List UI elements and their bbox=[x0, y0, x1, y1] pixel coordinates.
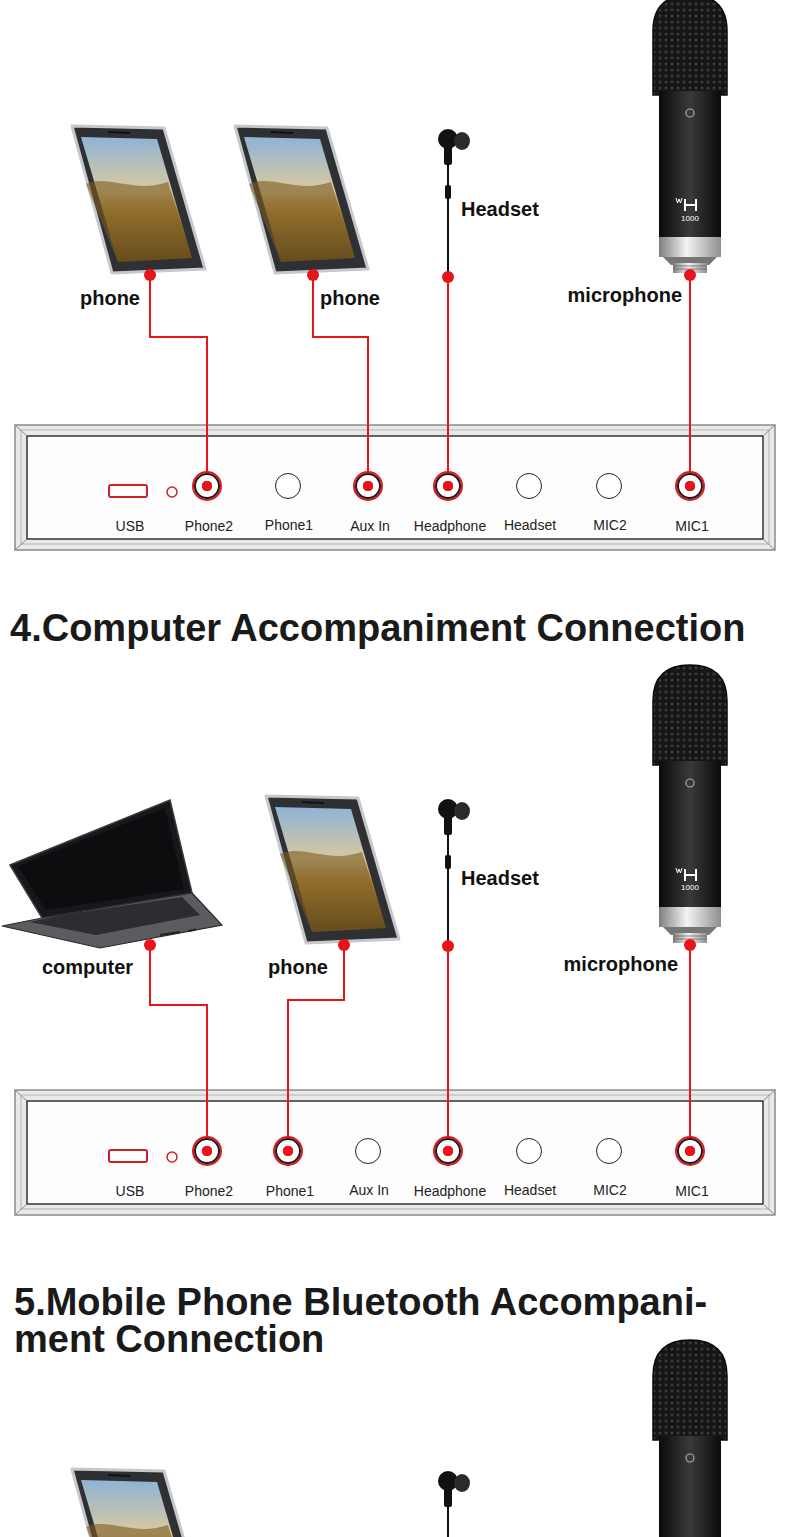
jack-port: Headset bbox=[516, 1138, 542, 1164]
jack-port: Aux In bbox=[355, 473, 381, 499]
usb-port: USB bbox=[108, 484, 148, 498]
signal-wire bbox=[150, 945, 207, 1138]
computer-device: computer bbox=[0, 800, 222, 945]
port-label: Headphone bbox=[414, 1183, 486, 1200]
jack-port: Aux In bbox=[355, 1138, 381, 1164]
device-label: phone bbox=[80, 286, 140, 310]
phone-device: phone bbox=[262, 792, 402, 945]
microphone-device: microphone bbox=[651, 0, 729, 275]
device-panel bbox=[15, 1090, 775, 1215]
port-label: Aux In bbox=[350, 518, 390, 535]
plug-dot bbox=[338, 939, 350, 951]
port-label: Phone1 bbox=[265, 517, 313, 534]
device-label: phone bbox=[320, 286, 380, 310]
device-label: phone bbox=[268, 955, 328, 979]
jack-port: Phone2 bbox=[194, 1138, 220, 1164]
headset-device: Headset bbox=[432, 795, 458, 946]
section-heading: 4.Computer Accompaniment Connection bbox=[10, 606, 745, 650]
laptop-keyboard bbox=[30, 897, 200, 935]
jack-port: Phone2 bbox=[194, 473, 220, 499]
laptop-ports bbox=[160, 930, 196, 936]
phone-illustration bbox=[72, 126, 205, 273]
plug-dot bbox=[144, 269, 156, 281]
phone-device: phone bbox=[231, 122, 371, 275]
port-label: USB bbox=[116, 518, 145, 535]
phone-illustration bbox=[72, 1469, 205, 1537]
earbud-illustration bbox=[438, 129, 470, 165]
port-label: Headphone bbox=[414, 518, 486, 535]
microphone-illustration bbox=[653, 1340, 727, 1537]
microphone-illustration bbox=[653, 0, 727, 273]
signal-wire bbox=[447, 946, 449, 1138]
headset-cable bbox=[447, 1507, 449, 1537]
port-label: MIC2 bbox=[593, 517, 626, 534]
microphone-device: microphone bbox=[651, 665, 729, 945]
plug-dot bbox=[144, 939, 156, 951]
model-number: 1000 bbox=[681, 883, 699, 893]
port-label: Phone2 bbox=[185, 1183, 233, 1200]
device-label: microphone bbox=[568, 283, 682, 307]
jack-port: Headphone bbox=[435, 1138, 461, 1164]
phone-device: phone bbox=[68, 122, 208, 275]
section-heading: 5.Mobile Phone Bluetooth Accompani- ment… bbox=[14, 1284, 754, 1358]
laptop-base bbox=[2, 893, 222, 948]
device-panel bbox=[15, 425, 775, 550]
jack-port: MIC1 bbox=[677, 1138, 703, 1164]
cable-remote bbox=[445, 185, 451, 199]
plug-dot bbox=[684, 269, 696, 281]
jack-port: Phone1 bbox=[275, 473, 301, 499]
usb-port: USB bbox=[108, 1149, 148, 1163]
plug-dot bbox=[442, 940, 454, 952]
port-label: Phone1 bbox=[266, 1183, 314, 1200]
device-label: Headset bbox=[461, 197, 539, 221]
port-label: Aux In bbox=[349, 1182, 389, 1199]
signal-wire bbox=[150, 275, 207, 473]
laptop-screen bbox=[18, 808, 184, 910]
plug-dot bbox=[307, 269, 319, 281]
jack-port: MIC2 bbox=[596, 473, 622, 499]
jack-port: Phone1 bbox=[275, 1138, 301, 1164]
headset-cable bbox=[447, 165, 449, 277]
device-label: microphone bbox=[564, 952, 678, 976]
model-number: 1000 bbox=[681, 214, 699, 224]
port-label: MIC1 bbox=[675, 518, 708, 535]
headset-cable bbox=[447, 835, 449, 946]
plug-dot bbox=[442, 271, 454, 283]
earbud-illustration bbox=[438, 1471, 470, 1507]
microphone-illustration bbox=[653, 665, 727, 943]
signal-wire bbox=[689, 945, 691, 1138]
jack-port: Headphone bbox=[435, 473, 461, 499]
port-label: Headset bbox=[504, 1182, 556, 1199]
port-label: Phone2 bbox=[185, 518, 233, 535]
jack-port: MIC2 bbox=[596, 1138, 622, 1164]
phone-illustration bbox=[266, 796, 399, 943]
device-label: Headset bbox=[461, 866, 539, 890]
port-label: MIC1 bbox=[675, 1183, 708, 1200]
signal-wire bbox=[689, 275, 691, 473]
jack-port: MIC1 bbox=[677, 473, 703, 499]
jack-port: Headset bbox=[516, 473, 542, 499]
port-label: Headset bbox=[504, 517, 556, 534]
port-label: USB bbox=[116, 1183, 145, 1200]
plug-dot bbox=[684, 939, 696, 951]
headset-device: Headset bbox=[432, 125, 458, 277]
phone-illustration bbox=[235, 126, 368, 273]
cable-remote bbox=[445, 855, 451, 869]
signal-wire bbox=[447, 277, 449, 473]
device-label: computer bbox=[42, 955, 133, 979]
earbud-illustration bbox=[438, 799, 470, 835]
port-label: MIC2 bbox=[593, 1182, 626, 1199]
